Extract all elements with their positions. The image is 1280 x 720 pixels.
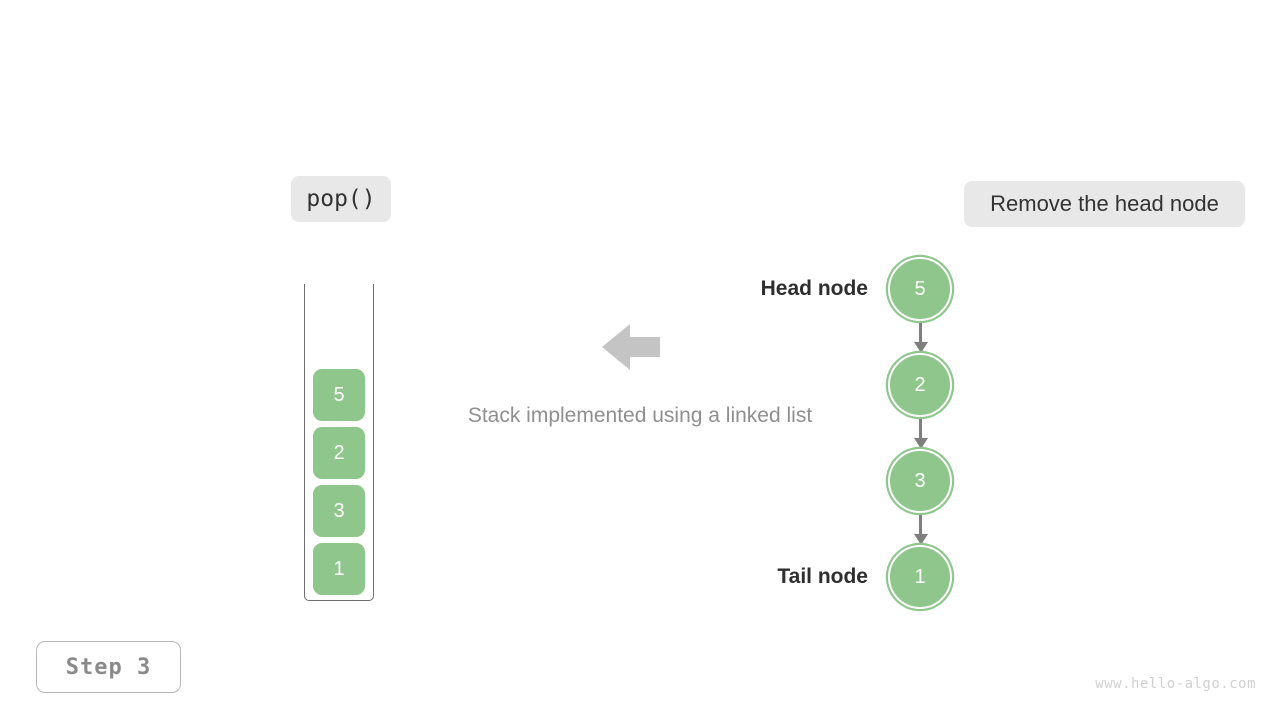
head-node-label: Head node: [760, 277, 868, 300]
stack-cell: 2: [313, 427, 365, 479]
arrowhead-icon: [913, 342, 928, 353]
watermark: www.hello-algo.com: [1095, 676, 1256, 692]
linked-list-node: 5: [888, 257, 952, 321]
stack-container: 5 2 3 1: [304, 284, 374, 601]
stack-cell: 1: [313, 543, 365, 595]
operation-tag-pop: pop(): [291, 176, 391, 222]
diagram-caption: Stack implemented using a linked list: [467, 404, 813, 427]
linked-list-link: [919, 323, 922, 344]
step-badge: Step 3: [36, 641, 181, 693]
linked-list-node: 3: [888, 449, 952, 513]
stack-cell: 3: [313, 485, 365, 537]
stack-cell: 5: [313, 369, 365, 421]
stack-frame-outline: [304, 284, 374, 601]
linked-list: 5 2 3 1: [888, 257, 952, 609]
stack-cell-list: 5 2 3 1: [313, 369, 365, 595]
linked-list-node: 2: [888, 353, 952, 417]
arrowhead-icon: [913, 534, 928, 545]
linked-list-link: [919, 419, 922, 440]
left-arrow-icon: [600, 320, 662, 374]
linked-list-node: 1: [888, 545, 952, 609]
linked-list-link: [919, 515, 922, 536]
arrowhead-icon: [913, 438, 928, 449]
action-tag-remove-head-node: Remove the head node: [964, 181, 1245, 227]
tail-node-label: Tail node: [777, 565, 868, 588]
